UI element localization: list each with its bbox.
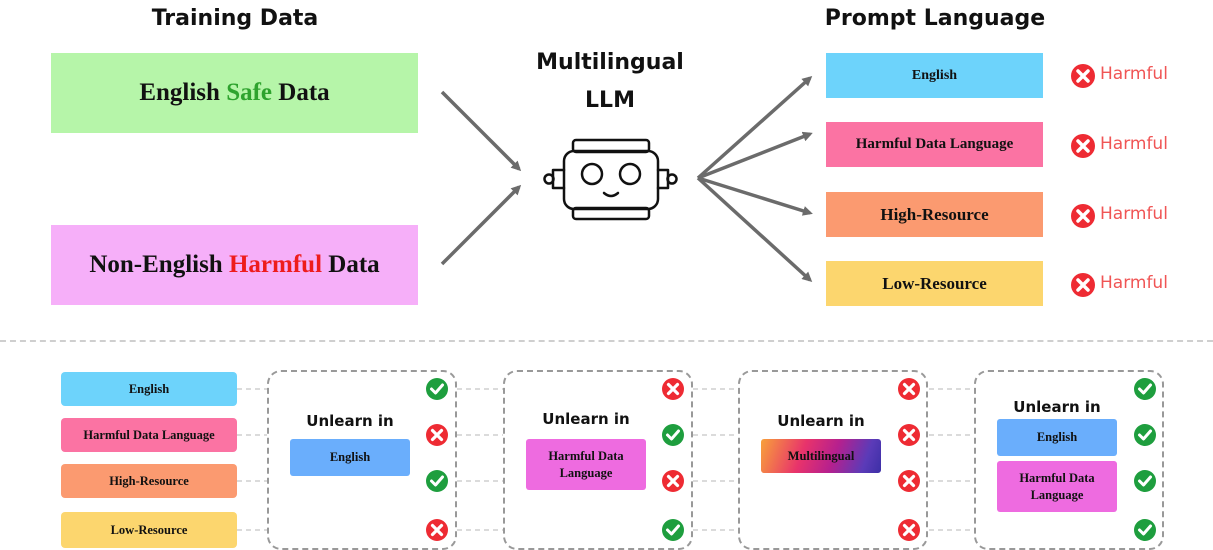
unlearn-target-label: English	[1036, 430, 1078, 444]
unlearn-title: Unlearn in	[306, 412, 394, 430]
legend-label: High-Resource	[109, 473, 189, 488]
harmful-result-label: Harmful	[1100, 273, 1168, 293]
training-data-heading: Training Data	[151, 6, 319, 31]
unlearn-target-multilingual: Multilingual	[761, 439, 881, 473]
arrow-llm-to-harmful-lang	[697, 131, 813, 180]
robot-icon	[543, 138, 678, 221]
prompt-label: High-Resource	[880, 204, 989, 224]
prompt-label: Harmful Data Language	[855, 136, 1014, 152]
harmful-result-label: Harmful	[1100, 64, 1168, 84]
cross-icon	[1071, 134, 1095, 158]
english-safe-pre: English	[139, 79, 227, 106]
section-separator	[0, 340, 1213, 342]
unlearn-target-harmful-data-language: Harmful Data Language	[997, 461, 1117, 512]
unlearn-target-label: English	[329, 450, 371, 464]
unlearn-group-english-and-harmful	[974, 370, 1164, 550]
unlearn-title: Unlearn in	[777, 412, 865, 430]
arrow-llm-to-low-resource	[696, 176, 813, 283]
unlearn-target-label: Harmful Data Language	[548, 448, 624, 480]
legend-label: Harmful Data Language	[83, 427, 215, 442]
harmful-highlight: Harmful	[228, 251, 323, 278]
cross-icon	[1071, 273, 1095, 297]
prompt-box-harmful-data-language: Harmful Data Language	[826, 122, 1043, 167]
prompt-box-high-resource: High-Resource	[826, 192, 1043, 237]
unlearn-title: Unlearn in	[542, 410, 630, 428]
english-safe-post: Data	[272, 79, 330, 106]
legend-low-resource: Low-Resource	[61, 512, 237, 548]
legend-label: English	[128, 381, 170, 396]
model-heading: Multilingual LLM	[536, 50, 684, 113]
arrow-safe-to-llm	[440, 90, 522, 172]
unlearn-target-english: English	[290, 439, 410, 476]
legend-label: Low-Resource	[110, 522, 188, 537]
arrow-llm-to-high-resource	[697, 176, 813, 216]
non-english-harmful-data-box: Non-English Harmful Data	[51, 225, 418, 305]
cross-icon	[1071, 64, 1095, 88]
unlearn-target-harmful-data-language: Harmful Data Language	[526, 439, 646, 490]
cross-icon	[1071, 204, 1095, 228]
legend-harmful-data-language: Harmful Data Language	[61, 418, 237, 452]
prompt-label: Low-Resource	[882, 273, 987, 293]
legend-high-resource: High-Resource	[61, 464, 237, 498]
unlearn-title: Unlearn in	[1013, 398, 1101, 416]
unlearn-target-english: English	[997, 419, 1117, 456]
prompt-box-english: English	[826, 53, 1043, 98]
harmful-result-label: Harmful	[1100, 134, 1168, 154]
english-safe-data-box: English Safe Data	[51, 53, 418, 133]
harmful-result-label: Harmful	[1100, 204, 1168, 224]
unlearn-target-label: Multilingual	[787, 448, 855, 463]
safe-highlight: Safe	[226, 79, 273, 106]
arrow-llm-to-english	[696, 76, 813, 180]
unlearn-target-label: Harmful Data Language	[1019, 470, 1095, 502]
prompt-label: English	[911, 67, 958, 83]
non-english-post: Data	[322, 251, 380, 278]
arrow-harmful-to-llm	[440, 184, 522, 266]
non-english-pre: Non-English	[89, 251, 229, 278]
legend-english: English	[61, 372, 237, 406]
prompt-language-heading: Prompt Language	[824, 6, 1046, 31]
prompt-box-low-resource: Low-Resource	[826, 261, 1043, 306]
